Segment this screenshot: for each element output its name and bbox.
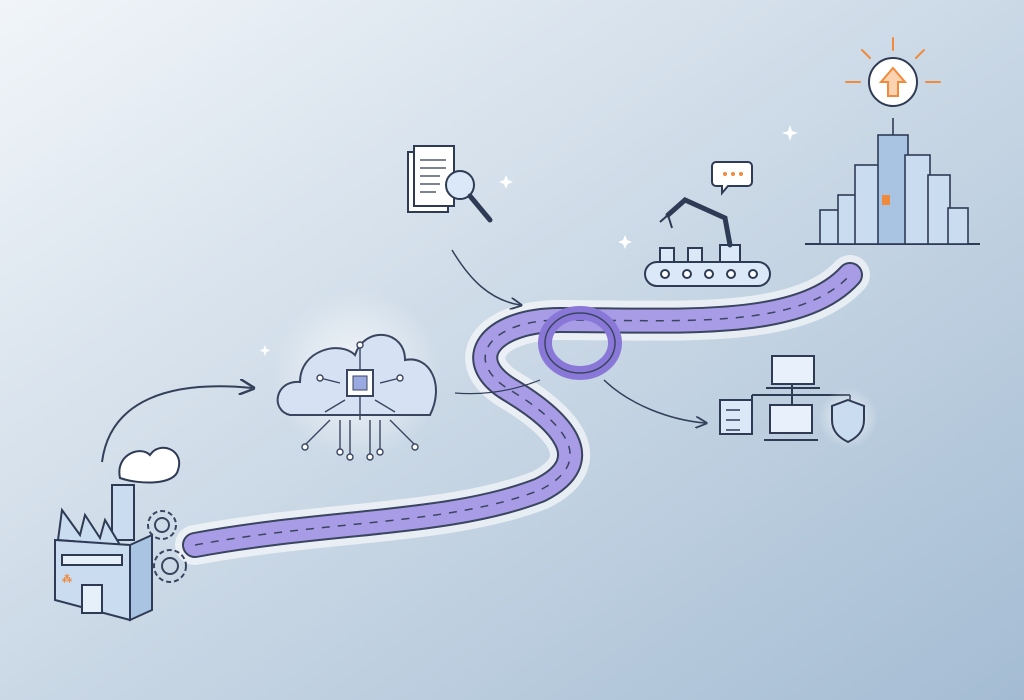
upload-arrow-icon — [845, 37, 941, 107]
arrow-document-to-knot — [451, 249, 520, 305]
chat-bubble-icon — [711, 161, 753, 196]
knot-ring — [538, 306, 622, 380]
document-search-icon — [407, 145, 493, 223]
city-icon — [805, 118, 980, 245]
arrow-factory-to-cloud — [101, 386, 252, 463]
gear-icon — [147, 510, 187, 583]
road-path — [175, 255, 870, 565]
network-icon — [719, 355, 851, 441]
shield-icon — [818, 388, 878, 448]
svg-text:⁂: ⁂ — [62, 573, 72, 585]
arrow-knot-to-network — [603, 379, 705, 423]
sparkle-icon — [259, 125, 798, 356]
cloud-chip-icon — [272, 290, 442, 461]
connector-line — [454, 379, 541, 395]
factory-icon: ⁂ — [54, 446, 181, 622]
robot-arm-icon — [644, 197, 771, 287]
